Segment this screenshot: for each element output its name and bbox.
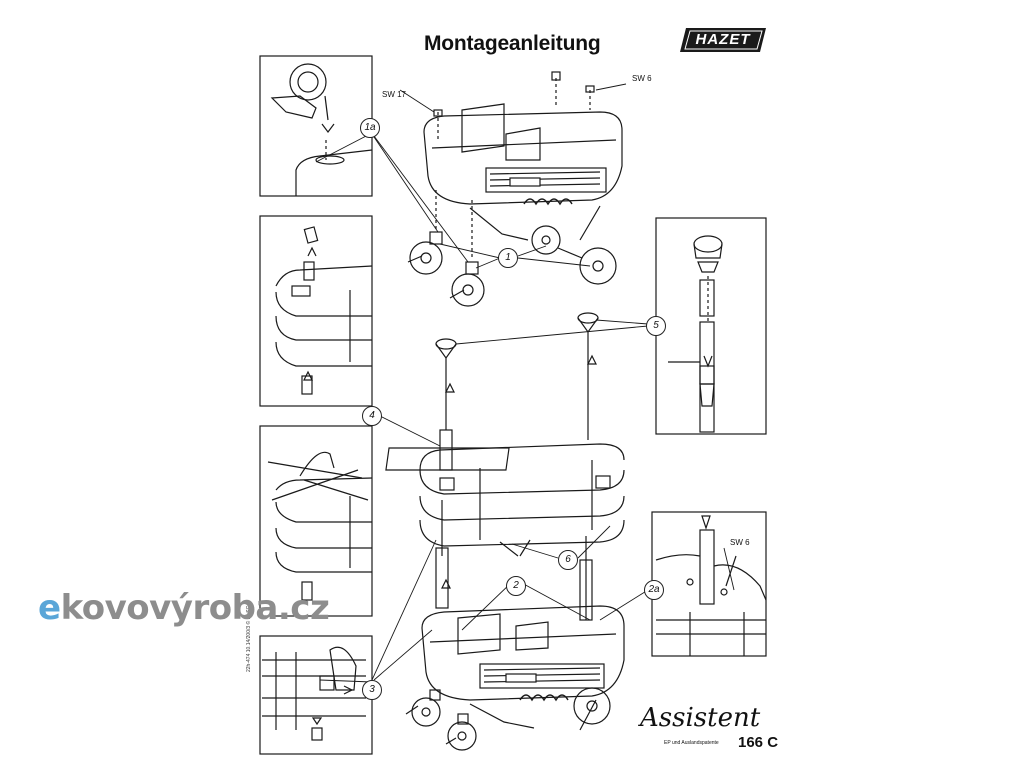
- detail-panel-3: [259, 425, 373, 617]
- cart-script-marks: [519, 198, 573, 702]
- model-number: 166 C: [738, 734, 779, 751]
- wrench-size-sw6-detail: SW 6: [730, 538, 750, 547]
- callout-5: 5: [646, 316, 666, 336]
- callout-2a: 2a: [644, 580, 664, 600]
- wrench-size-sw6-top: SW 6: [632, 74, 652, 83]
- base-cart-bottom: [405, 605, 625, 751]
- detail-panel-5: [655, 217, 767, 435]
- page-title: Montageanleitung: [424, 32, 601, 55]
- product-name: Assistent: [640, 703, 761, 733]
- drawer-unit: [385, 443, 625, 621]
- detail-panel-1a: [259, 55, 373, 197]
- callout-6: 6: [558, 550, 578, 570]
- callout-4: 4: [362, 406, 382, 426]
- wrench-size-sw17: SW 17: [382, 90, 407, 99]
- watermark: ekovovýroba.cz: [38, 588, 330, 628]
- detail-panel-4: [259, 635, 373, 755]
- watermark-rest: kovovýroba.cz: [60, 588, 330, 628]
- hazet-logo: [680, 28, 766, 52]
- callout-3: 3: [362, 680, 382, 700]
- poles: [435, 312, 599, 471]
- detail-panel-2: [259, 215, 373, 407]
- watermark-first-letter: e: [38, 588, 61, 628]
- detail-panel-6: [651, 511, 767, 657]
- callout-leaders: [315, 83, 735, 683]
- logo-text: HAZET: [695, 31, 751, 48]
- patent-note: EP und Auslandspatente: [664, 740, 719, 746]
- callout-2: 2: [506, 576, 526, 596]
- base-cart-top: [407, 71, 623, 307]
- callout-1a: 1a: [360, 118, 380, 138]
- callout-1: 1: [498, 248, 518, 268]
